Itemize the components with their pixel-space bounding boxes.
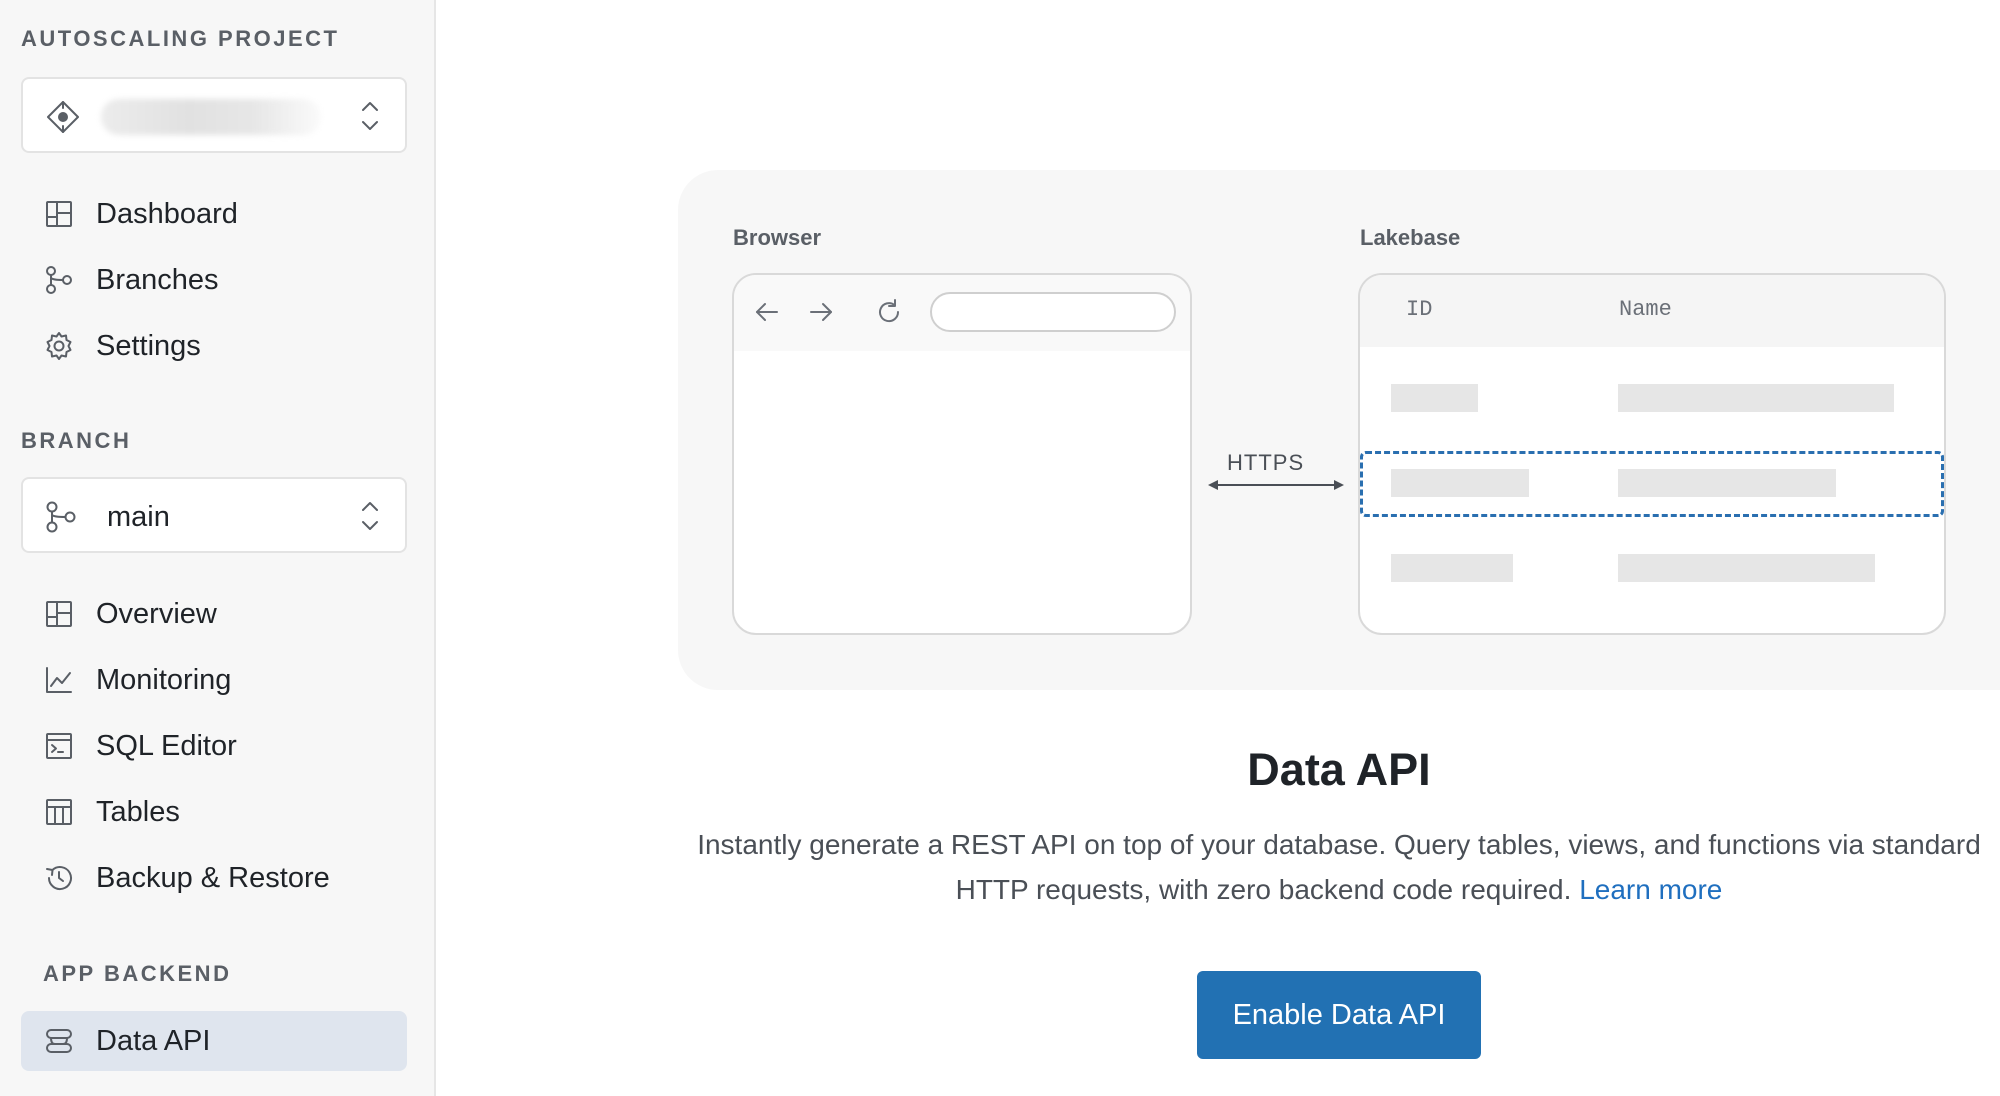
- database-title: Lakebase: [1360, 225, 1461, 250]
- history-icon: [46, 866, 72, 891]
- sidebar-item-monitoring[interactable]: Monitoring: [21, 650, 407, 710]
- placeholder-cell: [1618, 469, 1836, 497]
- column-name: Name: [1619, 297, 1672, 322]
- sidebar-item-label: Dashboard: [96, 198, 238, 230]
- database-table-mockup: ID Name: [1358, 273, 1946, 635]
- placeholder-cell: [1391, 384, 1478, 412]
- sidebar-item-label: Overview: [96, 598, 217, 630]
- chart-icon: [46, 667, 72, 693]
- page-title: Data API: [1247, 744, 1431, 795]
- branch-section-label: BRANCH: [21, 428, 132, 453]
- table-icon: [46, 799, 72, 825]
- project-section-label: AUTOSCALING PROJECT: [21, 26, 340, 51]
- dashboard-icon: [46, 601, 72, 627]
- branch-selector[interactable]: main: [21, 477, 407, 553]
- https-label: HTTPS: [1227, 450, 1305, 475]
- browser-toolbar: [734, 275, 1190, 351]
- browser-title: Browser: [733, 225, 822, 250]
- sidebar-item-label: Tables: [96, 796, 180, 828]
- gear-icon: [46, 332, 72, 360]
- app-backend-section-label: APP BACKEND: [43, 961, 232, 986]
- page-description: Instantly generate a REST API on top of …: [678, 822, 2000, 912]
- back-arrow-icon: [756, 303, 778, 321]
- sidebar-item-data-api[interactable]: Data API: [21, 1011, 407, 1071]
- data-api-illustration: Browser Lakebase HTTPS: [678, 170, 2000, 690]
- sidebar-item-backup-restore[interactable]: Backup & Restore: [21, 848, 407, 908]
- table-header: ID Name: [1360, 275, 1944, 347]
- chevron-up-down-icon: [362, 502, 378, 530]
- selected-row-highlight: [1360, 451, 1944, 517]
- bidirectional-arrow-icon: [1208, 480, 1344, 490]
- reload-icon: [879, 299, 900, 323]
- column-id: ID: [1406, 297, 1433, 322]
- branch-icon: [46, 501, 76, 533]
- sidebar: AUTOSCALING PROJECT Dashboard Branches S…: [0, 0, 436, 1096]
- description-text: Instantly generate a REST API on top of …: [697, 829, 1981, 905]
- sidebar-item-label: Monitoring: [96, 664, 232, 696]
- sidebar-item-label: Backup & Restore: [96, 862, 330, 894]
- sidebar-item-tables[interactable]: Tables: [21, 782, 407, 842]
- sidebar-item-settings[interactable]: Settings: [21, 316, 407, 376]
- learn-more-link[interactable]: Learn more: [1579, 874, 1723, 905]
- project-icon: [47, 101, 79, 133]
- chevron-up-down-icon: [362, 102, 378, 130]
- placeholder-cell: [1391, 469, 1529, 497]
- browser-mockup: [732, 273, 1192, 635]
- placeholder-cell: [1618, 384, 1894, 412]
- sidebar-item-label: Data API: [96, 1025, 211, 1057]
- terminal-icon: [46, 733, 72, 759]
- forward-arrow-icon: [810, 303, 832, 321]
- data-api-icon: [46, 1029, 72, 1053]
- sidebar-item-label: Branches: [96, 264, 219, 296]
- sidebar-item-branches[interactable]: Branches: [21, 250, 407, 310]
- url-bar: [930, 292, 1176, 332]
- sidebar-item-label: SQL Editor: [96, 730, 237, 762]
- branch-selector-value: main: [107, 501, 170, 533]
- sidebar-item-sql-editor[interactable]: SQL Editor: [21, 716, 407, 776]
- placeholder-cell: [1391, 554, 1513, 582]
- sidebar-item-dashboard[interactable]: Dashboard: [21, 184, 407, 244]
- sidebar-item-label: Settings: [96, 330, 201, 362]
- dashboard-icon: [46, 201, 72, 227]
- project-selector[interactable]: [21, 77, 407, 153]
- sidebar-item-overview[interactable]: Overview: [21, 584, 407, 644]
- enable-data-api-button[interactable]: Enable Data API: [1197, 971, 1481, 1059]
- placeholder-cell: [1618, 554, 1875, 582]
- project-name-redacted: [101, 99, 321, 135]
- branch-icon: [46, 266, 72, 294]
